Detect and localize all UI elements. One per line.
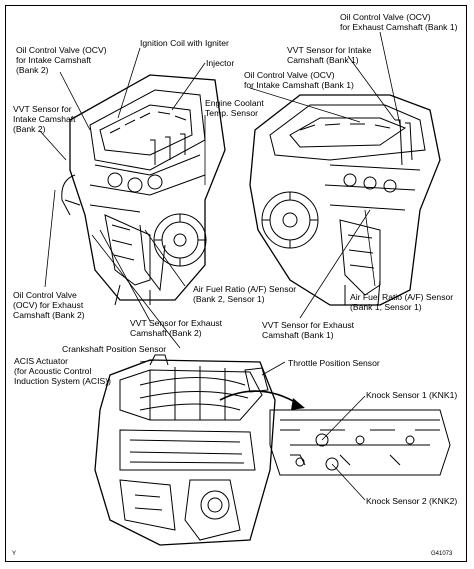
label-injector: Injector [206,58,235,68]
label-acis-actuator: ACIS Actuator (for Acoustic Control Indu… [14,356,111,386]
engine-left [61,74,226,306]
label-knock-sensor-2: Knock Sensor 2 (KNK2) [366,496,458,506]
label-crankshaft-sensor: Crankshaft Position Sensor [62,344,167,354]
label-ocv-intake-bank1: Oil Control Valve (OCV) for Intake Camsh… [244,70,354,90]
label-ocv-exhaust-bank2: Oil Control Valve (OCV) for Exhaust Cams… [13,290,85,320]
label-af-sensor-bank1: Air Fuel Ratio (A/F) Sensor (Bank 1, Sen… [350,292,454,312]
label-vvt-intake-bank1: VVT Sensor for Intake Camshaft (Bank 1) [287,45,372,65]
label-vvt-exhaust-bank1: VVT Sensor for Exhaust Camshaft (Bank 1) [262,320,355,340]
detail-arrow [219,390,301,406]
engine-right [249,94,441,306]
label-knock-sensor-1: Knock Sensor 1 (KNK1) [366,390,458,400]
label-ocv-intake-bank2: Oil Control Valve (OCV) for Intake Camsh… [16,45,107,75]
label-throttle-sensor: Throttle Position Sensor [288,358,380,368]
label-vvt-intake-bank2: VVT Sensor for Intake Camshaft (Bank 2) [13,104,76,134]
figure-frame [5,5,467,562]
knock-detail-inset [269,409,451,476]
label-vvt-exhaust-bank2: VVT Sensor for Exhaust Camshaft (Bank 2) [130,318,223,338]
label-coolant-temp-sensor: Engine Coolant Temp. Sensor [205,98,264,118]
label-ocv-exhaust-bank1: Oil Control Valve (OCV) for Exhaust Cams… [340,12,458,32]
leader-lines [39,31,401,501]
figure-code: G41073 [431,551,453,557]
label-ignition-coil: Ignition Coil with Igniter [140,38,229,48]
engine-bottom [94,354,276,546]
label-af-sensor-bank2: Air Fuel Ratio (A/F) Sensor (Bank 2, Sen… [193,284,297,304]
footer-mark: Y [12,551,17,557]
arrow-head [291,398,305,410]
